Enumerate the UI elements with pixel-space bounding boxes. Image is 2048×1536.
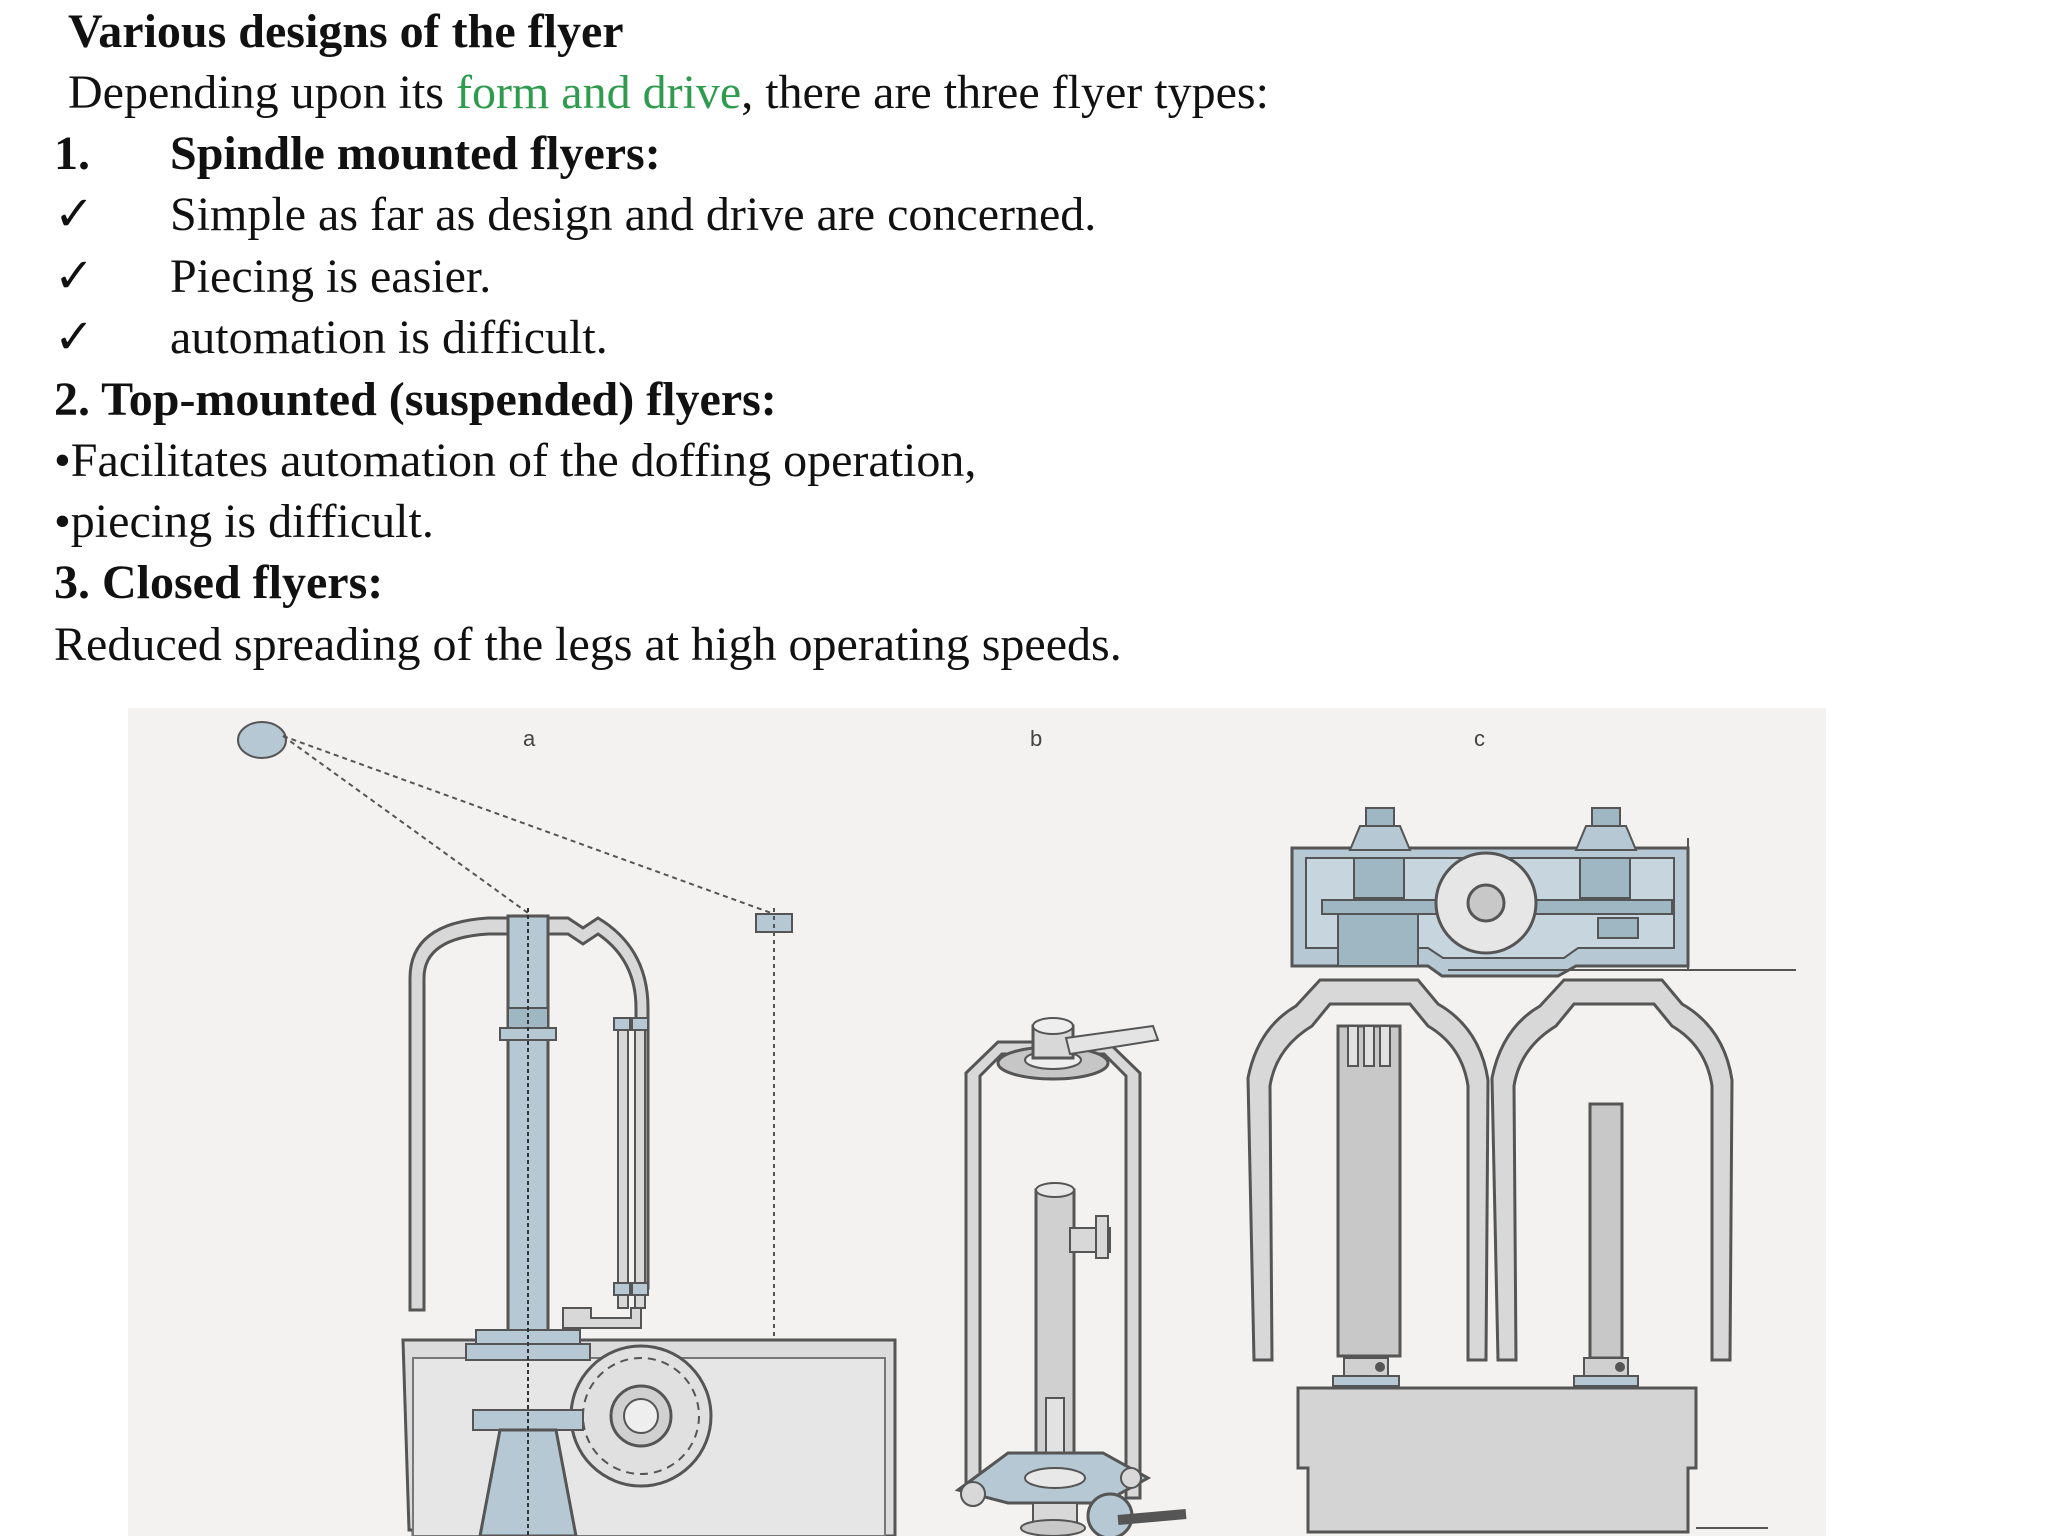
check-icon: ✓: [54, 188, 95, 241]
page-title: Various designs of the flyer: [68, 5, 624, 58]
section2-heading: 2. Top-mounted (suspended) flyers:: [54, 373, 777, 426]
list-item: ✓ automation is difficult.: [54, 308, 1954, 368]
section1-number: 1.: [54, 127, 90, 180]
check-icon: ✓: [54, 311, 95, 364]
check-icon: ✓: [54, 250, 95, 303]
section3-text: Reduced spreading of the legs at high op…: [54, 618, 1122, 671]
flyer-arm: [408, 916, 650, 1312]
list-item-text: Simple as far as design and drive are co…: [170, 188, 1097, 241]
flyer-b-label: b: [1030, 726, 1042, 751]
roller-icon: [237, 721, 287, 759]
flyer-c-illustration: [1246, 807, 1796, 1534]
list-item: •Facilitates automation of the doffing o…: [54, 434, 977, 487]
list-item-text: Piecing is easier.: [170, 250, 492, 303]
flyer-arm: [1246, 978, 1490, 1362]
presser-icon: [755, 913, 793, 933]
flyer-types-figure: a b: [128, 708, 1826, 1536]
flyer-a-label: a: [523, 726, 536, 751]
intro-highlight: form and drive: [455, 66, 742, 119]
section1-title: Spindle mounted flyers:: [170, 127, 661, 180]
list-item: ✓ Piecing is easier.: [54, 247, 1954, 307]
flyer-arm: [1490, 978, 1734, 1362]
intro-before: Depending upon its: [68, 66, 456, 119]
spindle: [1588, 1102, 1624, 1360]
list-item: •piecing is difficult.: [54, 495, 434, 548]
list-item-text: automation is difficult.: [170, 311, 608, 364]
flyer-c-label: c: [1474, 726, 1485, 751]
flyer-b-illustration: [954, 1017, 1187, 1536]
base-tank: [1296, 1386, 1698, 1534]
flyer-a-illustration: [237, 721, 897, 1536]
section1-heading: 1. Spindle mounted flyers:: [54, 124, 1954, 184]
list-item: ✓ Simple as far as design and drive are …: [54, 185, 1954, 245]
intro-line: Depending upon its form and drive, there…: [68, 63, 1269, 123]
section3-heading: 3. Closed flyers:: [54, 556, 384, 609]
intro-after: , there are three flyer types:: [741, 66, 1269, 119]
spindle: [1336, 1024, 1402, 1358]
